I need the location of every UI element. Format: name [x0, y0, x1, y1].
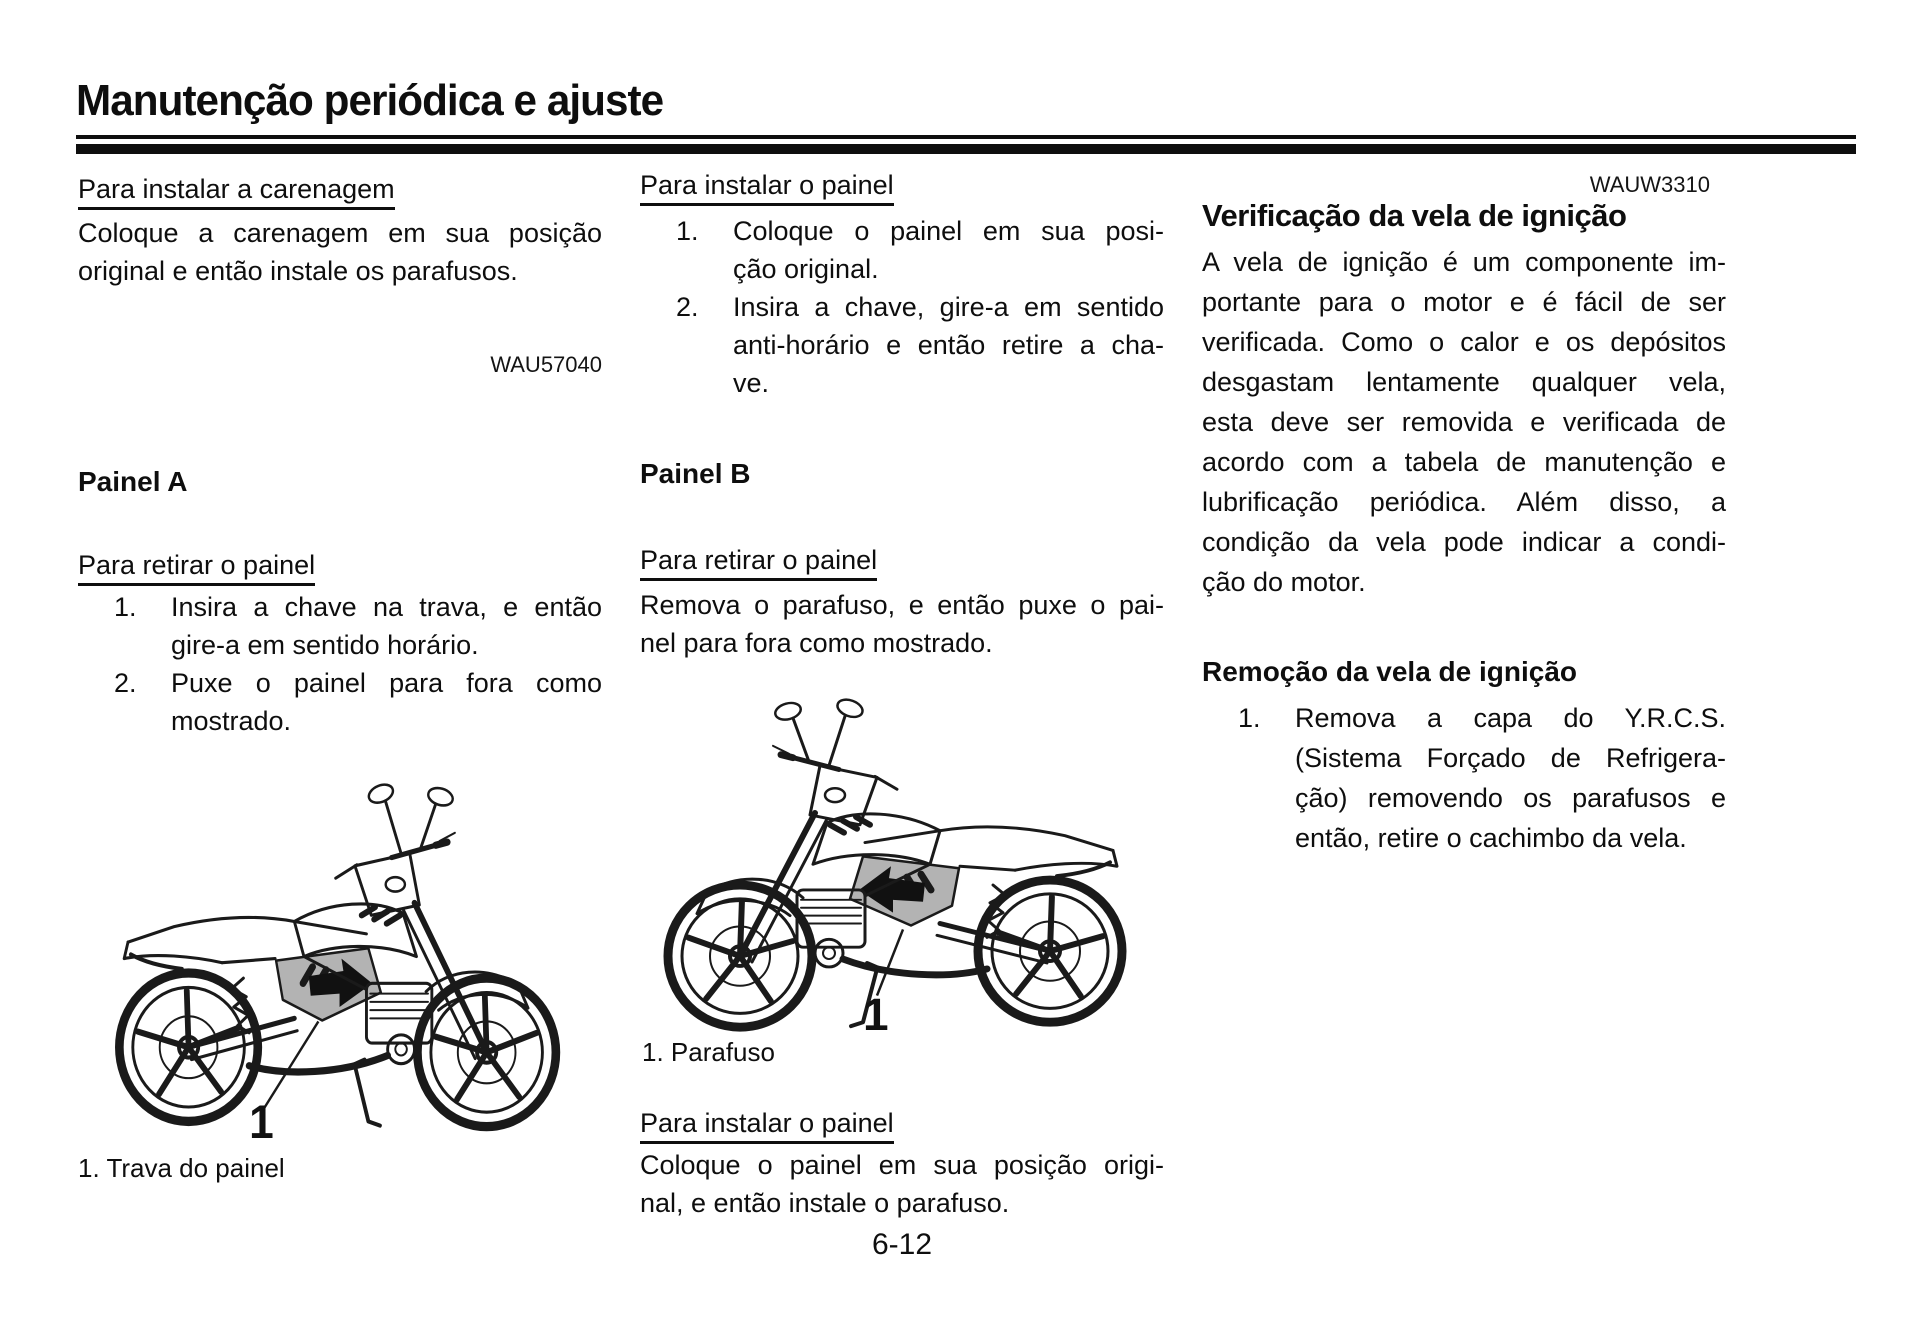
- list-line: Puxe o painel para fora como: [171, 668, 602, 698]
- list-line: ção) removendo os parafusos e: [1295, 783, 1726, 813]
- list-line: ve.: [733, 368, 770, 398]
- install-panel-bottom-paragraph: Coloque o painel em sua posição origi- n…: [640, 1146, 1164, 1222]
- remove-panel-a-steps: 1. Insira a chave na trava, e então gire…: [78, 588, 602, 740]
- figure-callout-number: 1: [249, 1095, 274, 1140]
- paragraph-line: Coloque o painel em sua posição origi-: [640, 1150, 1164, 1180]
- remove-panel-b-paragraph: Remova o parafuso, e então puxe o pai- n…: [640, 586, 1164, 662]
- motorcycle-figure-panel-a: 1: [78, 738, 578, 1140]
- paragraph-line: original e então instale os parafusos.: [78, 256, 518, 286]
- paragraph-line: condição da vela pode indicar a condi-: [1202, 527, 1726, 557]
- list-marker: 2.: [676, 292, 699, 322]
- list-line: anti-horário e então retire a cha-: [733, 330, 1164, 360]
- figure-callout-number: 1: [863, 989, 889, 1040]
- reference-code: WAUW3310: [1589, 172, 1710, 197]
- list-item: 2. Puxe o painel para fora como mostrado…: [78, 664, 602, 740]
- paragraph-line: desgastam lentamente qualquer vela,: [1202, 367, 1726, 397]
- list-item: 2. Insira a chave, gire-a em sentido ant…: [640, 288, 1164, 402]
- paragraph-line: portante para o motor e é fácil de ser: [1202, 287, 1726, 317]
- install-panel-steps: 1. Coloque o painel em sua posi- ção ori…: [640, 212, 1164, 402]
- list-item: 1. Insira a chave na trava, e então gire…: [78, 588, 602, 664]
- callout-leader-line: [875, 928, 905, 997]
- panel-b-heading: Painel B: [640, 458, 751, 489]
- paragraph-line: Coloque a carenagem em sua posição: [78, 218, 602, 248]
- paragraph-line: A vela de ignição é um componente im-: [1202, 247, 1726, 277]
- reference-code: WAU57040: [490, 352, 602, 377]
- list-marker: 1.: [114, 592, 137, 622]
- paragraph-line: esta deve ser removida e verificada de: [1202, 407, 1726, 437]
- paragraph-line: Remova o parafuso, e então puxe o pai-: [640, 590, 1164, 620]
- list-item: 1. Coloque o painel em sua posi- ção ori…: [640, 212, 1164, 288]
- figure-caption-panel-b: 1. Parafuso: [642, 1037, 775, 1067]
- page-title: Manutenção periódica e ajuste: [76, 76, 664, 125]
- header-rule-thin: [76, 135, 1856, 139]
- install-fairing-paragraph: Coloque a carenagem em sua posição origi…: [78, 214, 602, 290]
- header-rule-thick: [76, 144, 1856, 154]
- remove-panel-b-heading: Para retirar o painel: [640, 543, 878, 581]
- list-line: gire-a em sentido horário.: [171, 630, 479, 660]
- spark-plug-section-heading: Verificação da vela de ignição: [1202, 198, 1627, 233]
- install-panel-heading-bottom: Para instalar o painel: [640, 1106, 894, 1144]
- list-marker: 1.: [1238, 703, 1261, 733]
- list-line: então, retire o cachimbo da vela.: [1295, 823, 1687, 853]
- list-line: Insira a chave, gire-a em sentido: [733, 292, 1164, 322]
- paragraph-line: acordo com a tabela de manutenção e: [1202, 447, 1726, 477]
- install-fairing-heading: Para instalar a carenagem: [78, 172, 395, 210]
- spark-plug-removal-heading: Remoção da vela de ignição: [1202, 656, 1578, 687]
- motorcycle-figure-panel-b: 1: [645, 655, 1165, 1040]
- list-marker: 1.: [676, 216, 699, 246]
- list-line: mostrado.: [171, 706, 292, 736]
- callout-leader-line: [262, 1020, 320, 1110]
- paragraph-line: lubrificação periódica. Além disso, a: [1202, 487, 1726, 517]
- paragraph-line: nal, e então instale o parafuso.: [640, 1188, 1010, 1218]
- spark-plug-paragraph: A vela de ignição é um componente im- po…: [1202, 242, 1726, 602]
- panel-a-heading: Painel A: [78, 466, 188, 497]
- page-number: 6-12: [871, 1228, 933, 1261]
- list-line: ção original.: [733, 254, 879, 284]
- list-item: 1. Remova a capa do Y.R.C.S. (Sistema Fo…: [1202, 698, 1726, 858]
- install-panel-heading-top: Para instalar o painel: [640, 168, 894, 206]
- list-line: (Sistema Forçado de Refrigera-: [1295, 743, 1726, 773]
- spark-plug-removal-steps: 1. Remova a capa do Y.R.C.S. (Sistema Fo…: [1202, 698, 1726, 858]
- list-line: Coloque o painel em sua posi-: [733, 216, 1164, 246]
- paragraph-line: nel para fora como mostrado.: [640, 628, 993, 658]
- figure-caption-panel-a: 1. Trava do painel: [78, 1153, 285, 1183]
- paragraph-line: verificada. Como o calor e os depósitos: [1202, 327, 1726, 357]
- remove-panel-a-heading: Para retirar o painel: [78, 548, 316, 586]
- list-line: Remova a capa do Y.R.C.S.: [1295, 703, 1726, 733]
- list-line: Insira a chave na trava, e então: [171, 592, 602, 622]
- paragraph-line: ção do motor.: [1202, 567, 1366, 597]
- list-marker: 2.: [114, 668, 137, 698]
